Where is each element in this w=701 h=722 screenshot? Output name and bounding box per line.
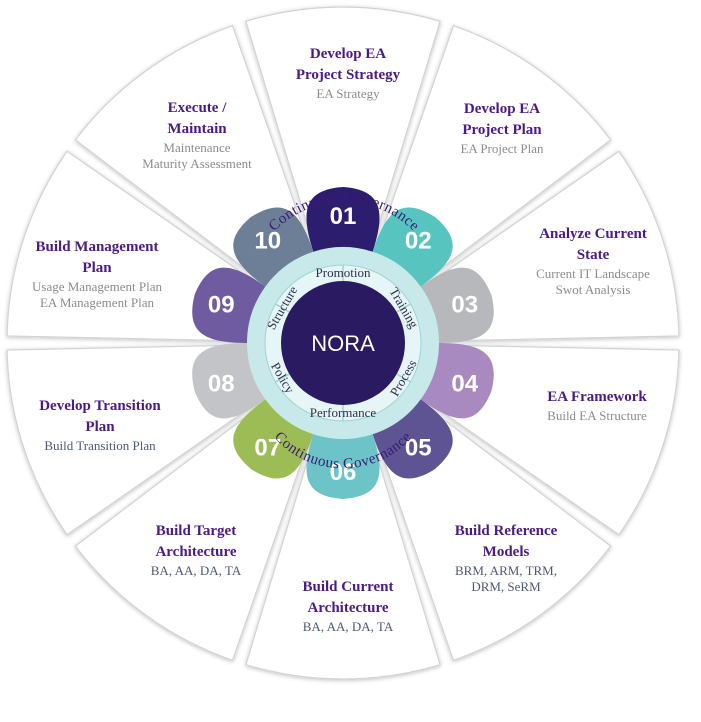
- step-subtitle-10: Maintenance: [163, 140, 230, 155]
- lobe-07: [233, 399, 314, 479]
- step-number-02: 02: [405, 227, 432, 254]
- step-subtitle-04: Build EA Structure: [547, 408, 647, 423]
- step-title-01: Develop EA: [310, 46, 386, 62]
- step-title-05: Models: [483, 544, 530, 560]
- lobe-03: [420, 267, 494, 343]
- lobe-08: [192, 343, 266, 419]
- step-subtitle-02: EA Project Plan: [460, 141, 544, 156]
- lobe-06: [306, 434, 380, 499]
- step-number-01: 01: [330, 203, 357, 230]
- step-number-04: 04: [451, 371, 478, 398]
- step-subtitle-09: EA Management Plan: [40, 295, 155, 310]
- step-title-03: State: [577, 247, 610, 263]
- step-subtitle-06: BA, AA, DA, TA: [303, 619, 394, 634]
- step-title-09: Build Management: [36, 239, 159, 255]
- step-number-03: 03: [451, 291, 478, 318]
- lobe-05: [372, 399, 453, 479]
- lobe-01: [306, 187, 380, 252]
- ring-divider: [396, 303, 411, 313]
- ring-divider: [275, 303, 290, 313]
- step-title-07: Architecture: [155, 544, 236, 560]
- number-lobes: 01 02 03 04 05 06 07 08 09 10: [192, 187, 494, 499]
- step-number-09: 09: [208, 291, 235, 318]
- lobe-02: [372, 207, 453, 287]
- lobe-09: [192, 267, 266, 343]
- step-subtitle-03: Current IT Landscape: [536, 266, 650, 281]
- step-subtitle-03: Swot Analysis: [556, 282, 631, 297]
- ring-dividers: [275, 265, 411, 421]
- step-subtitle-08: Build Transition Plan: [44, 438, 156, 453]
- step-subtitle-05: BRM, ARM, TRM,: [455, 563, 557, 578]
- step-title-07: Build Target: [156, 523, 236, 539]
- step-title-03: Analyze Current: [539, 226, 647, 242]
- ring-word-promotion: Promotion: [316, 265, 371, 280]
- step-title-05: Build Reference: [455, 523, 558, 539]
- lobe-10: [233, 207, 314, 287]
- step-title-09: Plan: [82, 260, 112, 276]
- ring-word-performance: Performance: [310, 405, 377, 420]
- ring-divider: [275, 373, 290, 383]
- step-number-07: 07: [254, 435, 281, 462]
- step-title-02: Project Plan: [462, 122, 542, 138]
- step-number-06: 06: [330, 459, 357, 486]
- center-label: NORA: [311, 331, 375, 356]
- step-number-10: 10: [254, 227, 281, 254]
- step-subtitle-10: Maturity Assessment: [142, 156, 252, 171]
- step-title-06: Build Current: [303, 579, 394, 595]
- step-title-04: EA Framework: [547, 389, 647, 405]
- step-title-08: Develop Transition: [39, 398, 161, 414]
- lobe-04: [420, 343, 494, 419]
- step-subtitle-01: EA Strategy: [316, 86, 380, 101]
- ring-divider: [396, 373, 411, 383]
- step-subtitle-05: DRM, SeRM: [471, 579, 541, 594]
- step-number-08: 08: [208, 371, 235, 398]
- step-number-05: 05: [405, 435, 432, 462]
- step-subtitle-09: Usage Management Plan: [32, 279, 162, 294]
- step-title-10: Execute /: [168, 100, 228, 116]
- step-title-01: Project Strategy: [296, 67, 401, 83]
- step-title-06: Architecture: [307, 600, 388, 616]
- center-circle: [281, 281, 405, 405]
- step-title-08: Plan: [85, 419, 115, 435]
- step-title-02: Develop EA: [464, 101, 540, 117]
- step-title-10: Maintain: [167, 121, 227, 137]
- step-subtitle-07: BA, AA, DA, TA: [151, 563, 242, 578]
